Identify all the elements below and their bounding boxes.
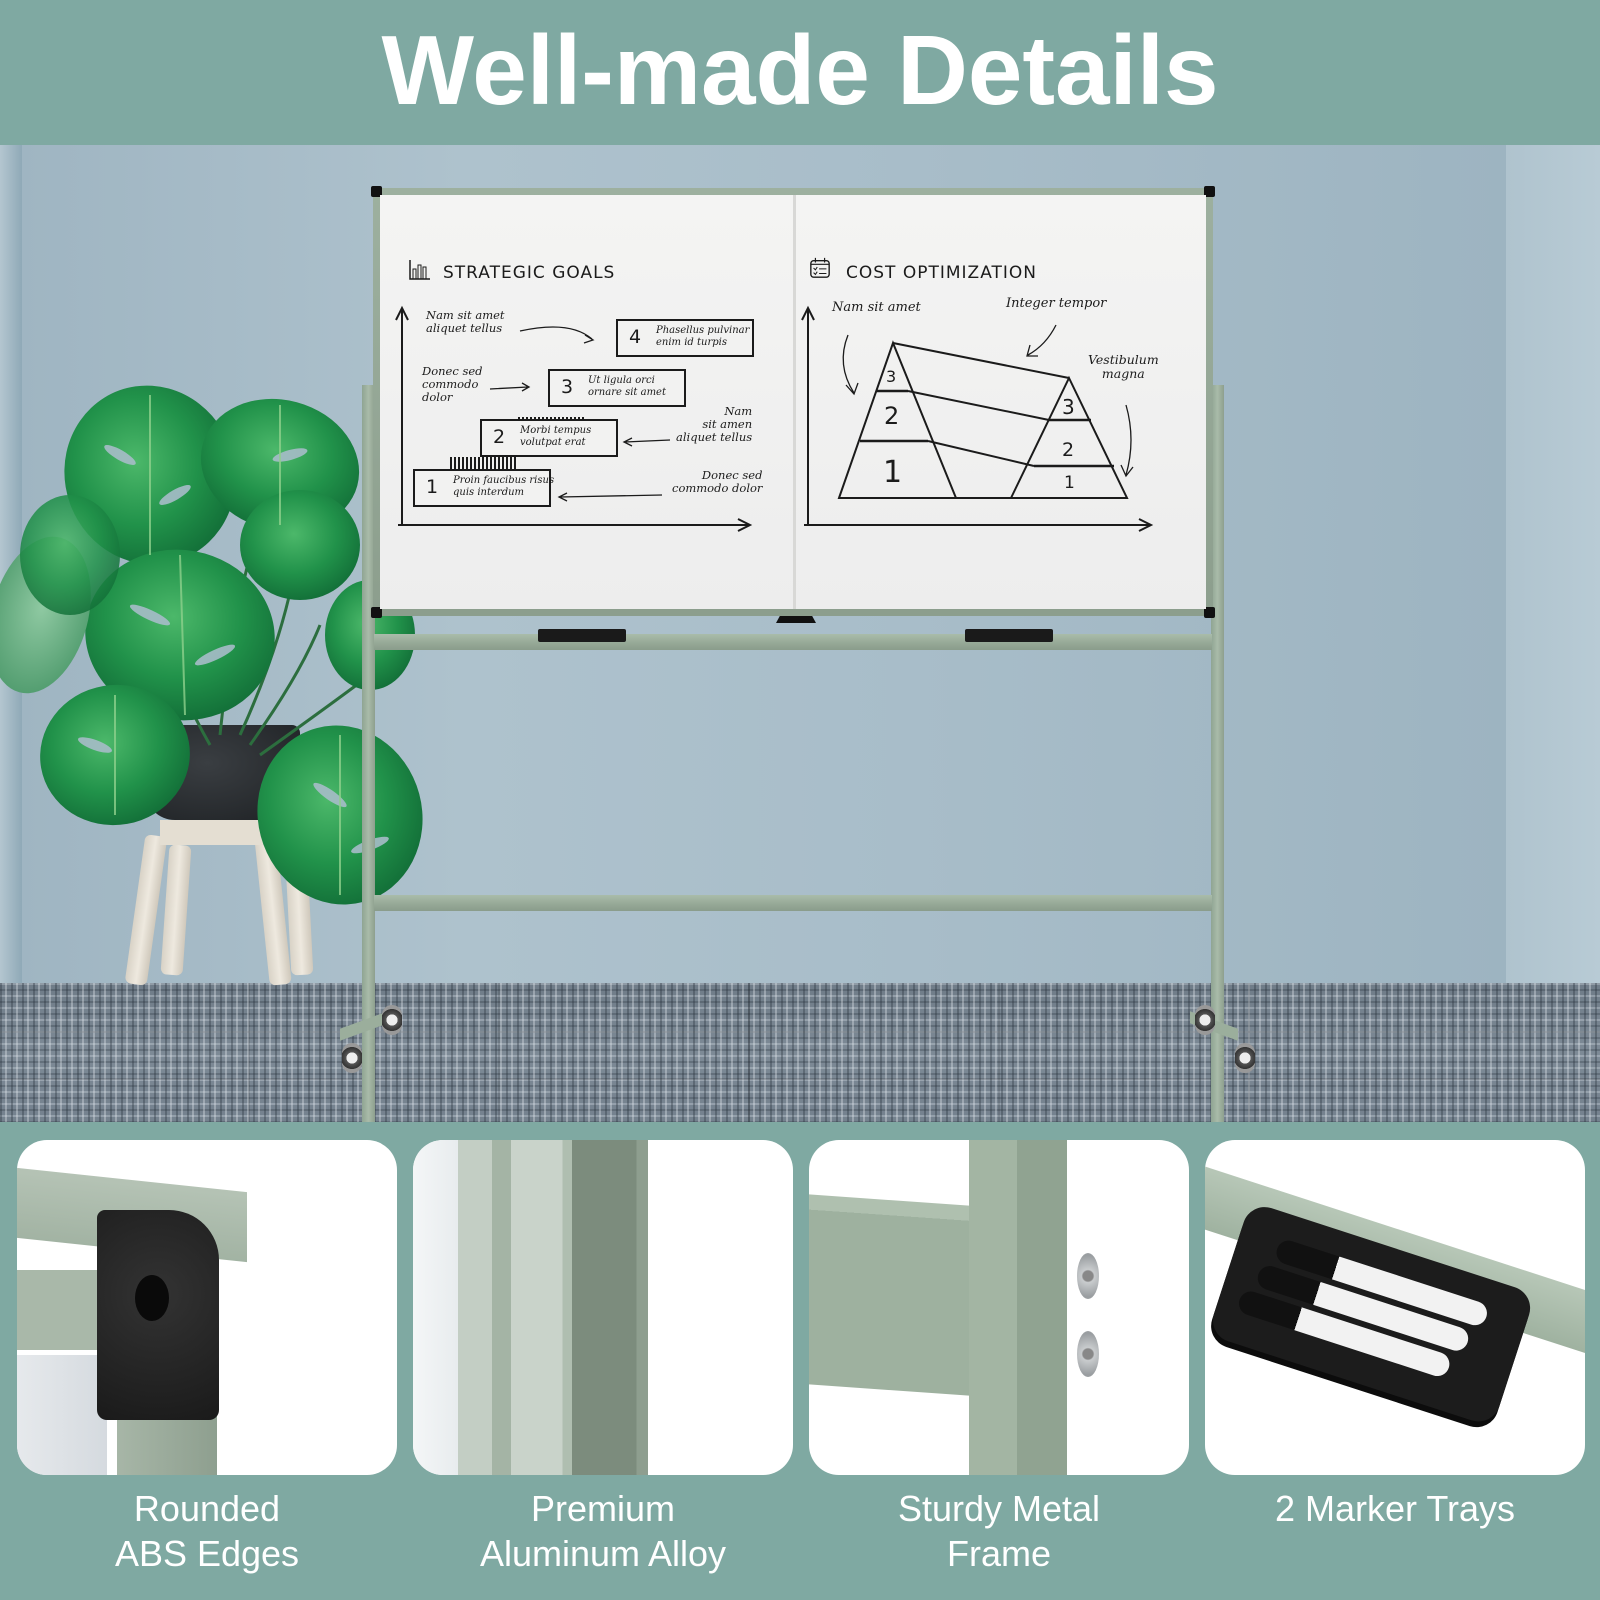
feature-image-metal-frame (809, 1140, 1189, 1475)
stand-left-post (362, 385, 375, 1122)
pyramid-level: 1 (883, 455, 903, 490)
section-title: COST OPTIMIZATION (846, 263, 1037, 283)
pyramid-level: 2 (1062, 439, 1075, 461)
step-shading (450, 457, 518, 469)
step-number: 2 (493, 426, 506, 448)
board-divider (793, 195, 796, 609)
header-banner: Well-made Details (0, 0, 1600, 145)
step-number: 3 (561, 376, 574, 398)
frame-upright-dark (1017, 1140, 1067, 1475)
pyramid-chart (801, 305, 1154, 532)
caster-wheel[interactable] (342, 1043, 362, 1073)
step-number: 1 (426, 476, 439, 498)
stand-lower-crossbar (374, 895, 1212, 911)
checklist-calendar-icon (810, 257, 830, 278)
corner-cap (371, 186, 382, 197)
staircase-chart-axes (395, 305, 753, 532)
caster-wheel[interactable] (1195, 1005, 1215, 1035)
pyramid-level: 3 (1062, 395, 1075, 419)
caster-wheel[interactable] (382, 1005, 402, 1035)
caster-wheel[interactable] (1235, 1043, 1255, 1073)
pyramid-level: 2 (884, 402, 900, 430)
aluminum-profile-icon (458, 1140, 648, 1475)
right-wall (1506, 145, 1600, 1025)
bolt-icon (1077, 1331, 1099, 1377)
stand-upper-crossbar (374, 634, 1212, 650)
frame-upright-light (969, 1140, 1017, 1475)
bar-chart-icon (409, 260, 430, 280)
feature-caption-marker-trays: 2 Marker Trays (1274, 1488, 1516, 1529)
corner-cap (1204, 186, 1215, 197)
monstera-plant (0, 375, 440, 995)
step-number: 4 (629, 326, 642, 348)
feature-image-marker-trays (1205, 1140, 1585, 1475)
marker-tray-left[interactable] (538, 629, 626, 642)
bolt-icon (1077, 1253, 1099, 1299)
stand-right-post (1211, 385, 1224, 1122)
feature-image-aluminum-alloy (413, 1140, 793, 1475)
pyramid-level: 3 (886, 367, 897, 386)
annotation: Nam sit amet (832, 300, 921, 315)
corner-cap (1204, 607, 1215, 618)
carpet-floor (0, 983, 1600, 1122)
pyramid-level: 1 (1064, 473, 1075, 493)
annotation: Integer tempor (1006, 296, 1107, 311)
marker-tray-right[interactable] (965, 629, 1053, 642)
corner-cap (371, 607, 382, 618)
abs-corner-cap-icon (97, 1210, 219, 1420)
board-surface (17, 1355, 107, 1475)
cost-optimization-section: COST OPTIMIZATION (796, 195, 1206, 609)
feature-image-abs-edges (17, 1140, 397, 1475)
frame-crossbar (809, 1194, 969, 1396)
page-title: Well-made Details (381, 14, 1219, 125)
section-title: STRATEGIC GOALS (443, 263, 616, 283)
monstera-leaves-icon (0, 385, 423, 905)
